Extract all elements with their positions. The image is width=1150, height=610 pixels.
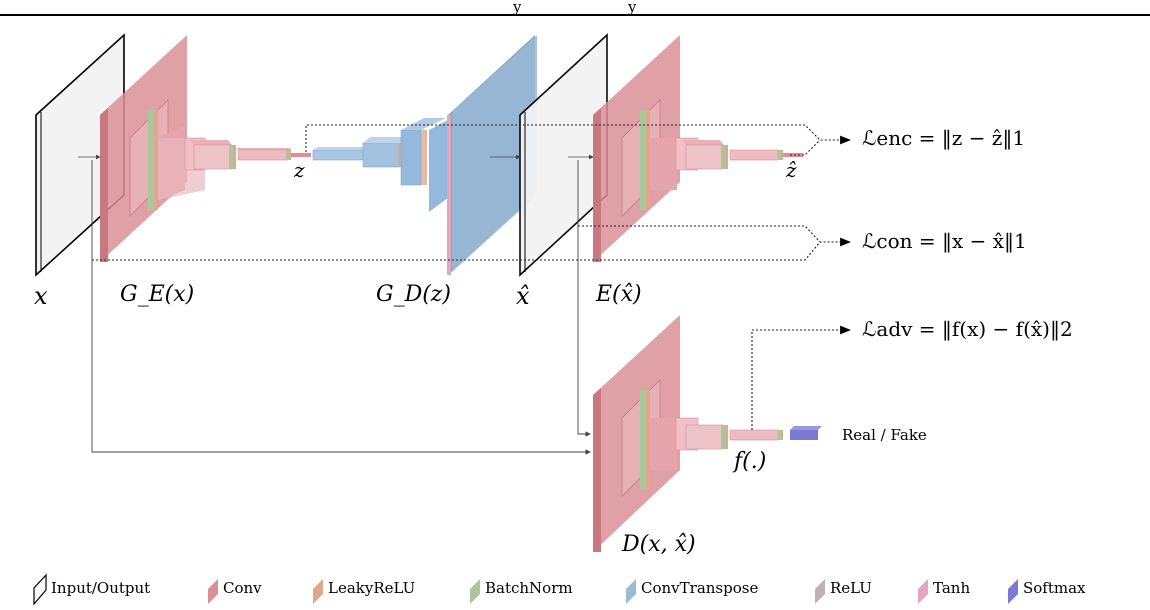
legend-item-input-output: Input/Output <box>48 574 150 602</box>
legend-swatch-conv <box>208 579 218 604</box>
label-zhat: ẑ <box>786 158 797 182</box>
label-fdot: f(.) <box>734 449 767 474</box>
legend-item-conv: Conv <box>220 574 262 602</box>
legend-label: ConvTranspose <box>641 579 759 597</box>
label-dx: D(x, x̂) <box>622 532 696 557</box>
legend-swatch-batchnorm <box>470 579 480 604</box>
connections <box>78 154 594 455</box>
legend-swatch-relu <box>815 579 825 604</box>
legend-item-batchnorm: BatchNorm <box>482 574 573 602</box>
loss-enc: ℒenc = ‖z − ẑ‖1 <box>862 126 1026 150</box>
label-z: z <box>294 158 305 182</box>
legend-swatch-convtranspose <box>626 579 636 604</box>
label-gd: G_D(z) <box>376 282 451 307</box>
discriminator-block <box>593 315 822 552</box>
legend-label: Tanh <box>933 579 971 597</box>
label-ge: G_E(x) <box>120 282 195 307</box>
loss-adv: ℒadv = ‖f(x) − f(x̂)‖2 <box>862 317 1073 341</box>
label-x: x <box>34 282 48 310</box>
legend-item-tanh: Tanh <box>930 574 970 602</box>
legend-swatch-softmax <box>1008 579 1018 604</box>
legend-swatch-input-output <box>33 573 47 606</box>
legend-item-convtranspose: ConvTranspose <box>638 574 758 602</box>
label-xhat: x̂ <box>516 282 530 310</box>
legend-item-relu: ReLU <box>827 574 872 602</box>
loss-paths <box>92 124 852 430</box>
legend-swatches <box>33 573 1018 606</box>
legend-item-softmax: Softmax <box>1020 574 1086 602</box>
legend-item-leakyrelu: LeakyReLU <box>325 574 415 602</box>
header-fragment-right: y <box>628 0 637 14</box>
label-real-fake: Real / Fake <box>842 426 927 444</box>
legend-label: Softmax <box>1023 579 1086 597</box>
label-ex: E(x̂) <box>596 282 642 307</box>
legend-swatch-tanh <box>918 579 928 604</box>
legend-swatch-leakyrelu <box>313 579 323 604</box>
legend-label: Conv <box>223 579 262 597</box>
legend-label: LeakyReLU <box>328 579 416 597</box>
legend-label: Input/Output <box>51 579 151 597</box>
e-encoder-block <box>593 35 803 262</box>
gd-decoder-block <box>312 35 537 275</box>
legend-label: ReLU <box>830 579 872 597</box>
header-fragment-left: y <box>513 0 522 14</box>
loss-con: ℒcon = ‖x − x̂‖1 <box>862 229 1027 253</box>
ge-encoder-block <box>100 35 311 262</box>
legend-label: BatchNorm <box>485 579 573 597</box>
